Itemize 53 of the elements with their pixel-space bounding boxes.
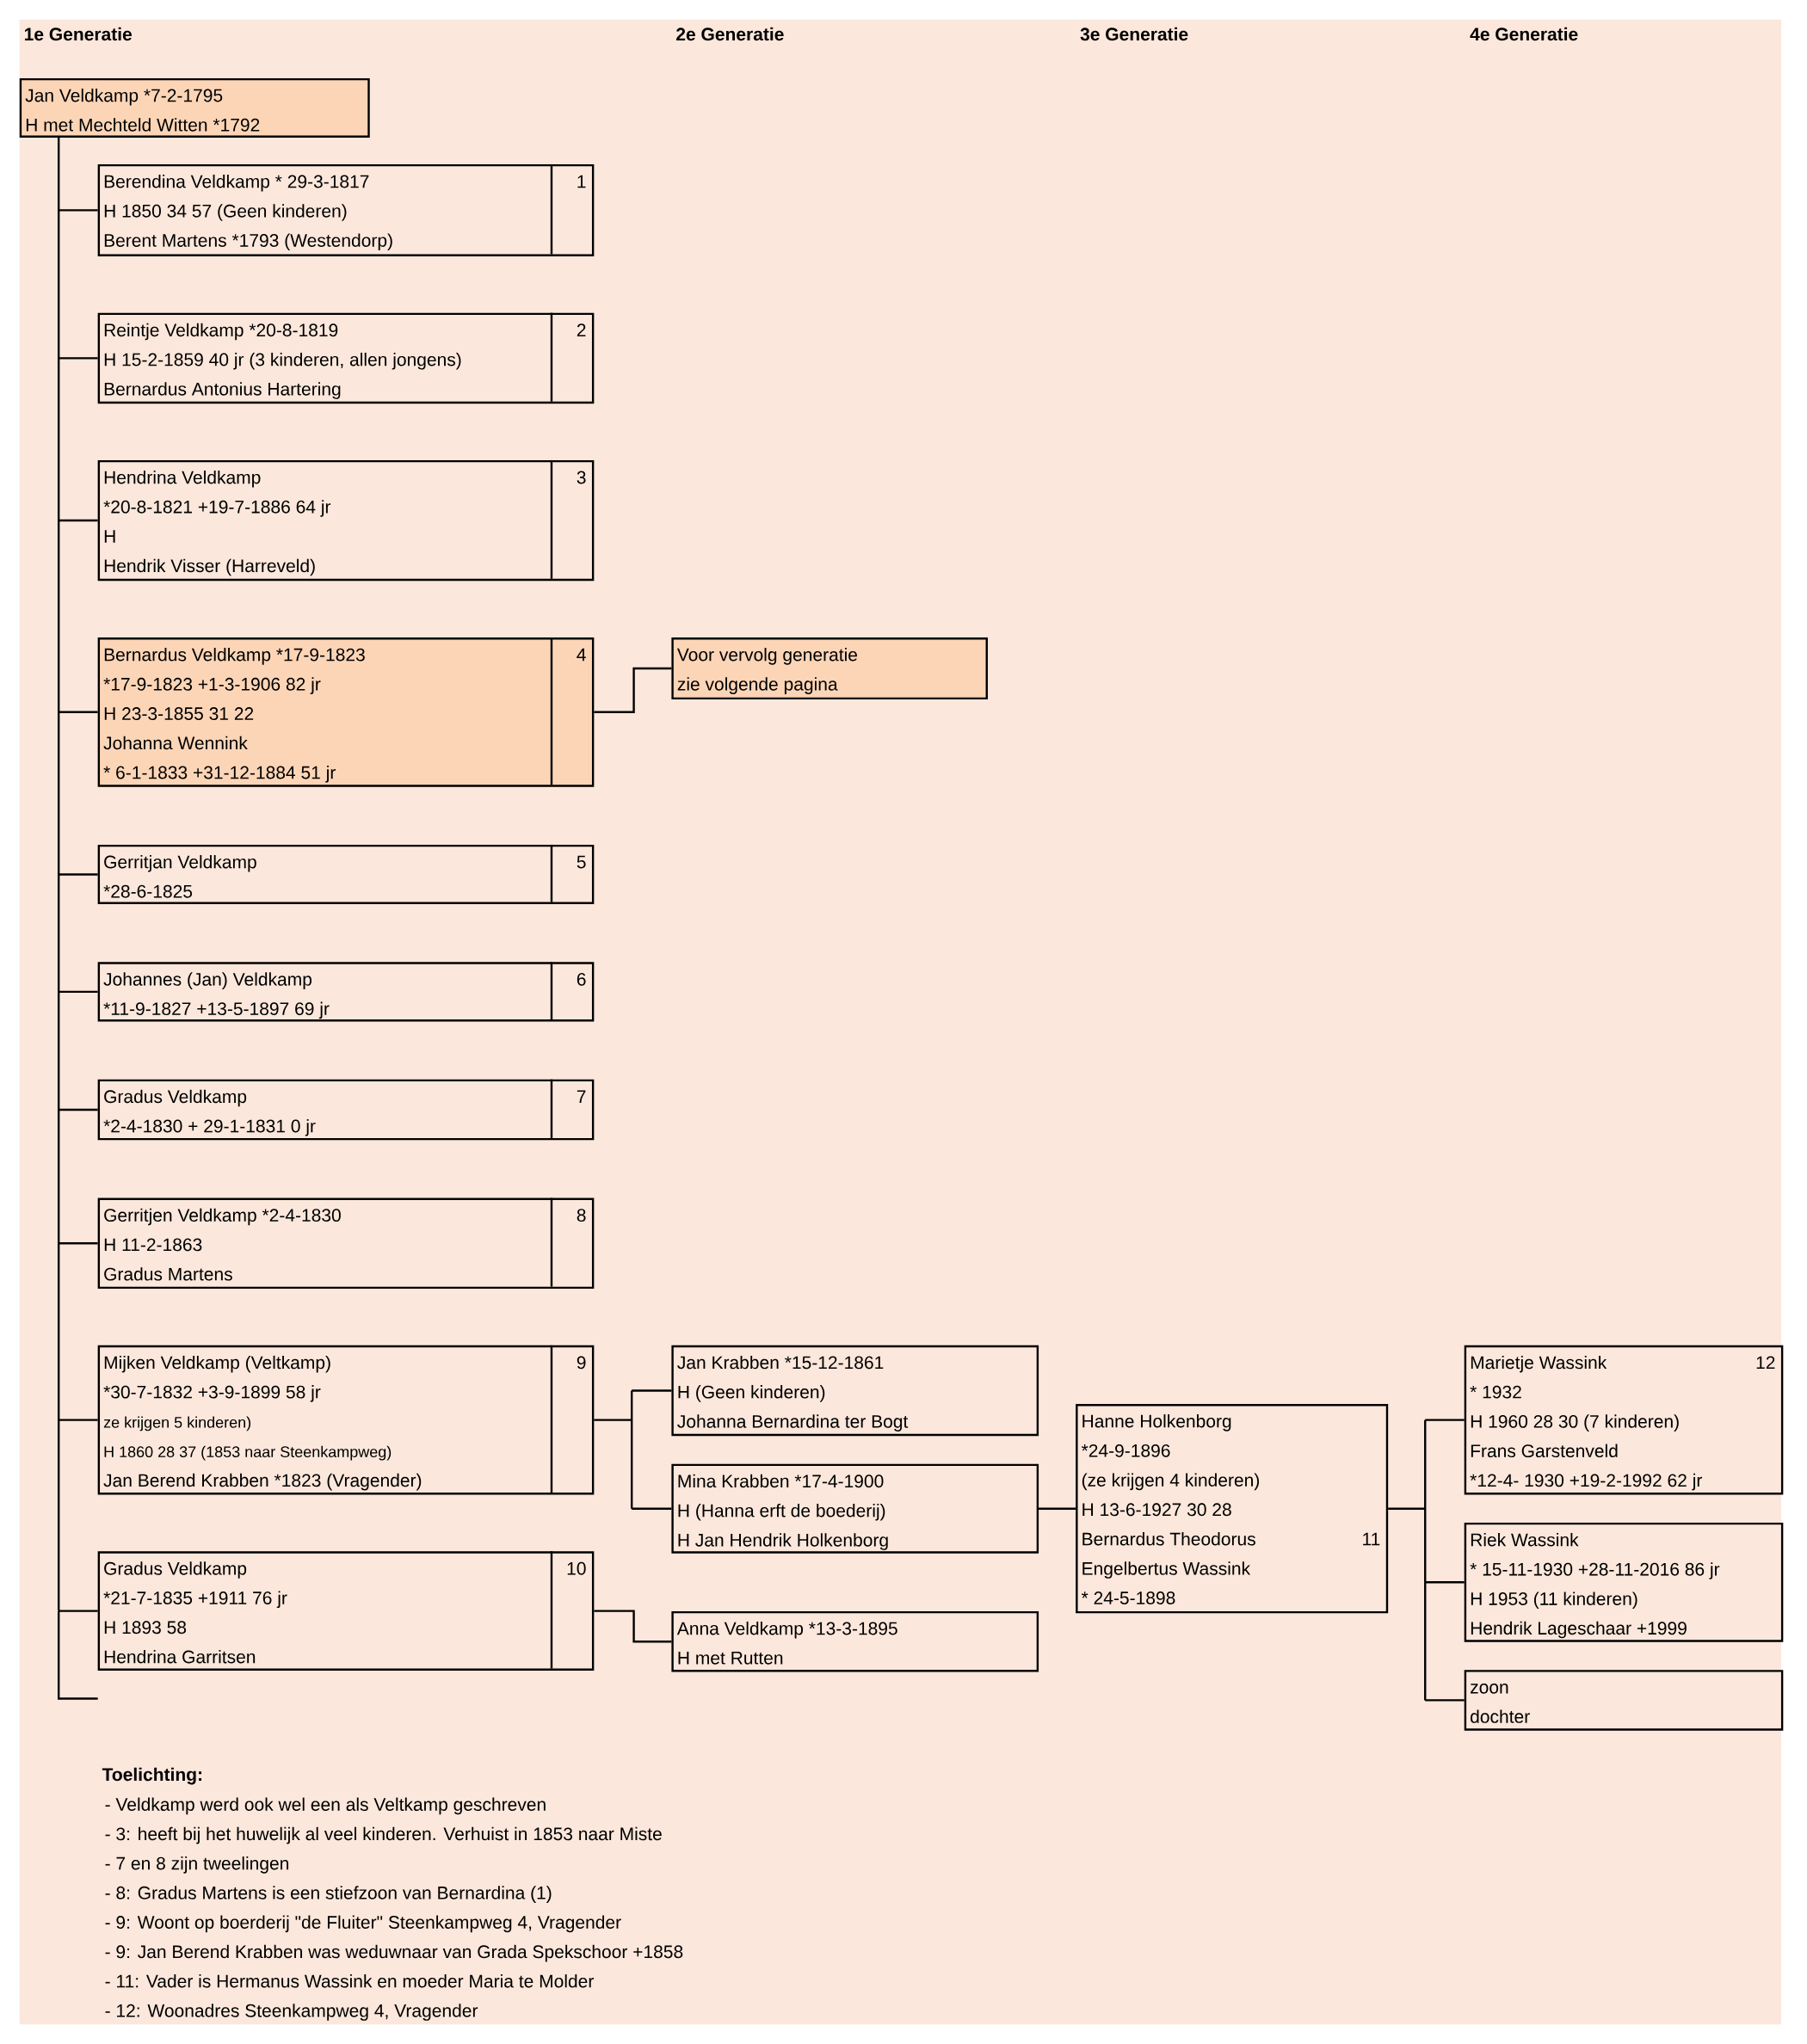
connector-line (1425, 1419, 1465, 1421)
person-box: Jan Krabben *15-12-1861 H (Geen kinderen) Johanna Bernardina ter Bogt (671, 1345, 1039, 1437)
notes-heading: Toelichting: (102, 1767, 201, 1785)
connector-line (594, 1610, 672, 1643)
column-heading: 2e Generatie (675, 27, 784, 41)
column-heading: 1e Generatie (24, 27, 132, 41)
note-text: - 9: Jan Berend Krabben was weduwnaar van Grada Spekschoor +1858 (105, 1944, 683, 1962)
connector-line (59, 1419, 98, 1421)
connector-line (632, 1507, 672, 1510)
connector-line (59, 1242, 98, 1245)
connector-line (59, 1610, 98, 1612)
connector-line (59, 519, 98, 522)
person-box: Hanne Holkenborg *24-9-1896 (ze krijgen 4 kinderen) H 13-6-1927 30 28 Bernardus Theodorus Engelbertus Wassink * 24-5-1898 11 (1076, 1404, 1389, 1614)
person-box: Bernardus Veldkamp *17-9-1823 *17-9-1823 +1-3-1906 82 jr H 23-3-1855 31 22 Johanna Wennink * 6-1-1833 +31-12-1884 51 jr 4 (97, 637, 595, 787)
connector-line (1039, 1507, 1076, 1510)
connector-line (59, 209, 98, 212)
person-box: Marietje Wassink * 1932 H 1960 28 30 (7 kinderen) Frans Garstenveld *12-4- 1930 +19-2-1992 62 jr 12 (1464, 1345, 1784, 1495)
person-box: Berendina Veldkamp * 29-3-1817 H 1850 34 57 (Geen kinderen) Berent Martens *1793 (Westendorp) 1 (97, 163, 595, 256)
note-text: - 12: Woonadres Steenkampweg 4, Vragender (105, 2004, 478, 2021)
person-box: Gradus Veldkamp *2-4-1830 + 29-1-1831 0 jr 7 (97, 1079, 595, 1141)
connector-line (59, 990, 98, 994)
connector-line (594, 667, 672, 713)
person-box: Gerritjan Veldkamp *28-6-1825 5 (97, 844, 595, 904)
connector-line (1425, 1581, 1465, 1584)
column-heading: 3e Generatie (1080, 27, 1188, 41)
note-text: - 3: heeft bij het huwelijk al veel kinderen. Verhuist in 1853 naar Miste (105, 1826, 662, 1844)
person-box: Reintje Veldkamp *20-8-1819 H 15-2-1859 40 jr (3 kinderen, allen jongens) Bernardus Antonius Hartering 2 (97, 312, 595, 404)
person-box: Gerritjen Veldkamp *2-4-1830 H 11-2-1863 Gradus Martens 8 (97, 1197, 595, 1290)
person-box: Hendrina Veldkamp *20-8-1821 +19-7-1886 64 jr H Hendrik Visser (Harreveld) 3 (97, 459, 595, 582)
person-box: Mijken Veldkamp (Veltkamp) *30-7-1832 +3-9-1899 58 jr ze krijgen 5 kinderen) H 1860 28 37 (1853 naar Steenkampweg) Jan Berend Krabben *1823 (Vragender) 9 (97, 1345, 595, 1495)
connector-line (59, 1108, 98, 1111)
connector-line (59, 357, 98, 360)
person-box: Gradus Veldkamp *21-7-1835 +1911 76 jr H 1893 58 Hendrina Garritsen 10 (97, 1551, 595, 1671)
person-box: Anna Veldkamp *13-3-1895 H met Rutten (671, 1610, 1039, 1672)
column-heading: 4e Generatie (1470, 27, 1578, 41)
note-text: - 8: Gradus Martens is een stiefzoon van Bernardina (1) (105, 1886, 552, 1903)
note-text: - 11: Vader is Hermanus Wassink en moeder Maria te Molder (105, 1974, 594, 1988)
person-box: Jan Veldkamp *7-2-1795 H met Mechteld Witten *1792 (19, 77, 370, 138)
connector-line (1425, 1699, 1465, 1702)
connector-line (59, 873, 98, 876)
person-box: Riek Wassink * 15-11-1930 +28-11-2016 86 jr H 1953 (11 kinderen) Hendrik Lageschaar +1999 (1464, 1522, 1784, 1642)
note-text: - 9: Woont op boerderij "de Fluiter" Steenkampweg 4, Vragender (105, 1915, 621, 1933)
person-box: Johannes (Jan) Veldkamp *11-9-1827 +13-5-1897 69 jr 6 (97, 962, 595, 1022)
person-box: zoon dochter (1464, 1670, 1784, 1731)
connector-line (593, 1389, 633, 1510)
note-text: - Veldkamp werd ook wel een als Veltkamp geschreven (105, 1797, 546, 1815)
person-box: Mina Krabben *17-4-1900 H (Hanna erft de boederij) H Jan Hendrik Holkenborg (671, 1463, 1039, 1554)
connector-line (59, 711, 98, 713)
connector-line (632, 1389, 672, 1392)
connector-line (57, 138, 60, 1611)
connector-line (1386, 1419, 1427, 1702)
note-text: - 7 en 8 zijn tweelingen (105, 1856, 288, 1874)
note-box: Voor vervolg generatie zie volgende pagina (671, 637, 988, 700)
